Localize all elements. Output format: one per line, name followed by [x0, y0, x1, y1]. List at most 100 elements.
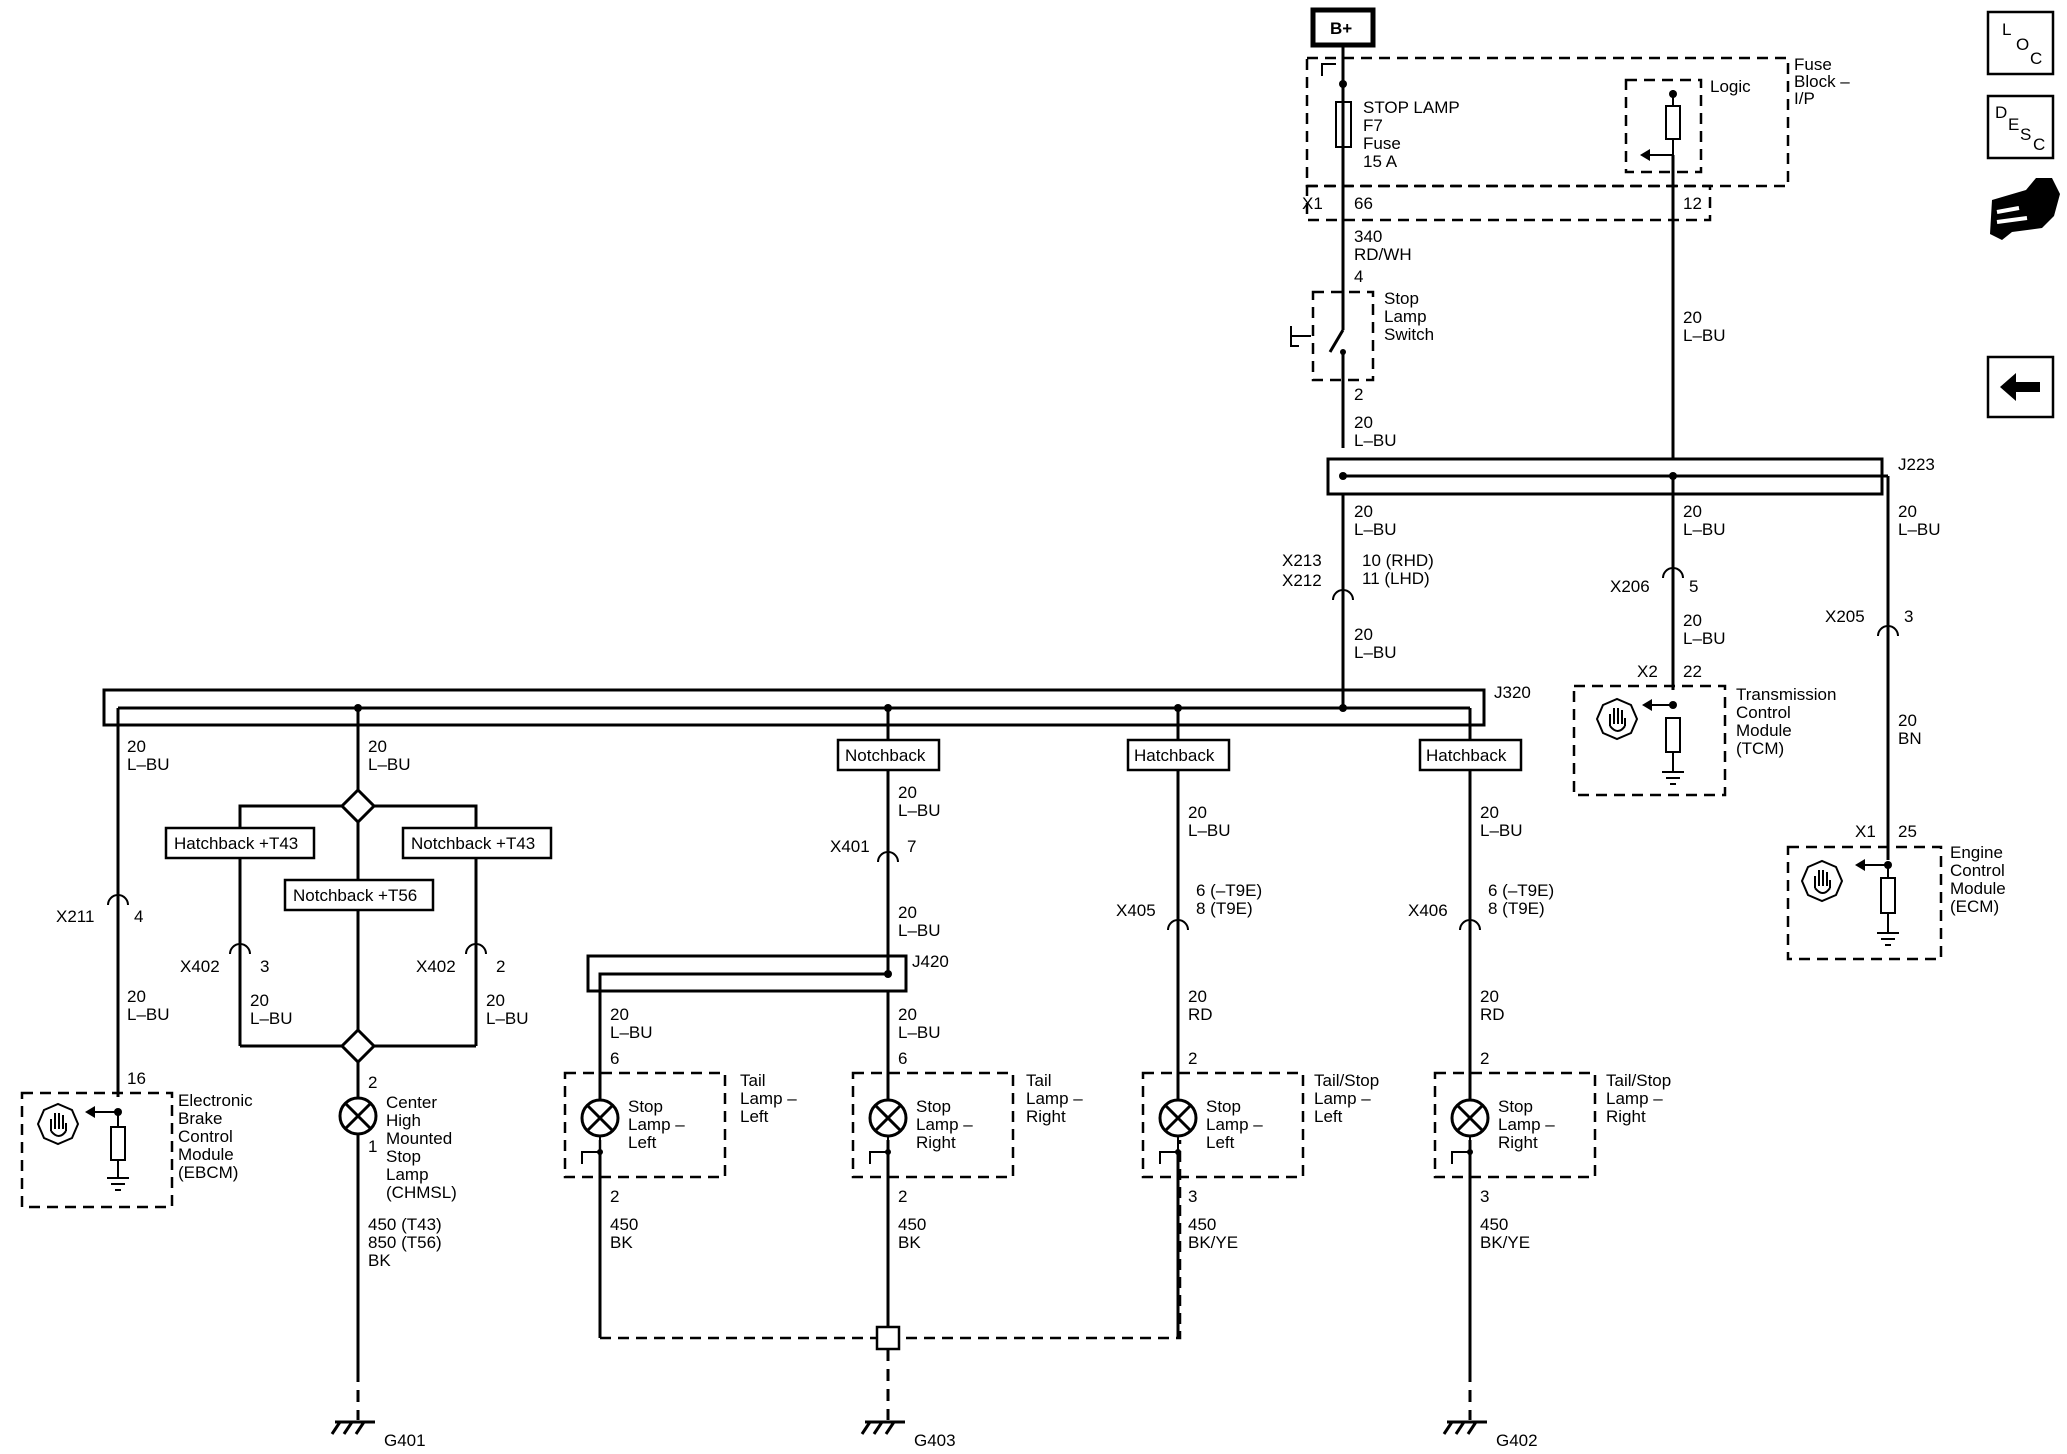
- connector-x402-left-label: X402: [180, 957, 220, 976]
- connector-x211-pin: 4: [134, 907, 143, 926]
- connector-x213-label: X213: [1282, 551, 1322, 570]
- switch-pin-out: 2: [1354, 385, 1363, 404]
- ground-g402-label: G402: [1496, 1431, 1538, 1450]
- connector-x406-label: X406: [1408, 901, 1448, 920]
- ebcm-pin: 16: [127, 1069, 146, 1088]
- connector-x205-symbol: [1877, 625, 1899, 637]
- connector-tool-icon[interactable]: [1990, 178, 2060, 240]
- ecm-hand-icon: [1800, 859, 1844, 903]
- lamp-pin-bottom: 3: [1188, 1187, 1197, 1206]
- logic-box: [1624, 78, 1703, 174]
- loc-char-l: L: [2002, 20, 2011, 39]
- connector-x205-pin: 3: [1904, 607, 1913, 626]
- back-arrow-icon: [2000, 373, 2040, 401]
- fuse-block-pin-12: 12: [1683, 194, 1702, 213]
- connector-x213-pins: 10 (RHD)11 (LHD): [1362, 551, 1434, 588]
- option-notchback-t43: Notchback +T43: [411, 834, 535, 853]
- ground-g403-label: G403: [914, 1431, 956, 1450]
- lamp-pin-bottom: 2: [898, 1187, 907, 1206]
- ebcm-hand-icon: [36, 1102, 80, 1146]
- option-hatchback-t43-box: [164, 826, 316, 860]
- loc-button[interactable]: L O C: [1986, 10, 2055, 76]
- loc-char-c: C: [2030, 49, 2042, 68]
- desc-char-e: E: [2008, 115, 2019, 134]
- option-notchback-t56: Notchback +T56: [293, 886, 417, 905]
- connector-x211-label: X211: [56, 907, 94, 926]
- connector-x406-pins: 6 (–T9E)8 (T9E): [1488, 881, 1554, 918]
- splice-j223-label: J223: [1898, 455, 1935, 474]
- stop-lamp-switch: [1311, 290, 1375, 382]
- connector-x206-symbol: [1662, 567, 1684, 579]
- connector-x213-symbol: [1332, 589, 1354, 601]
- option-notchback-t56-box: [283, 878, 435, 912]
- ground-g401-label: G401: [384, 1431, 426, 1450]
- desc-button[interactable]: D E S C: [1986, 94, 2055, 160]
- option-notchback: Notchback: [845, 746, 926, 765]
- option-hatchback-right: Hatchback: [1426, 746, 1507, 765]
- chmsl-pin-top: 2: [368, 1073, 377, 1092]
- loc-char-o: O: [2016, 35, 2029, 54]
- logic-label: Logic: [1710, 77, 1751, 96]
- ground-junction: [875, 1325, 901, 1351]
- lamp-pin-top: 2: [1480, 1049, 1489, 1068]
- connector-x401-label: X401: [830, 837, 870, 856]
- option-hatchback-left-box: [1126, 738, 1231, 772]
- splice-j420-label: J420: [912, 952, 949, 971]
- ecm-connector-label: X1: [1855, 822, 1876, 841]
- ground-g403-icon: [860, 1420, 905, 1435]
- wire-label-chmsl-ground: 450 (T43)850 (T56)BK: [368, 1215, 442, 1270]
- option-hatchback-left: Hatchback: [1134, 746, 1215, 765]
- connector-x405-symbol: [1167, 919, 1189, 931]
- connector-x405-label: X405: [1116, 901, 1156, 920]
- splice-j320-label: J320: [1494, 683, 1531, 702]
- connector-x212-label: X212: [1282, 571, 1322, 590]
- lamp-pin-top: 6: [610, 1049, 619, 1068]
- chmsl-lamp-icon: [338, 1096, 378, 1136]
- connector-x205-label: X205: [1825, 607, 1865, 626]
- chmsl-pin-bottom: 1: [368, 1137, 377, 1156]
- lamp-pin-top: 6: [898, 1049, 907, 1068]
- lamp-pin-bottom: 3: [1480, 1187, 1489, 1206]
- ground-g402-icon: [1442, 1420, 1487, 1435]
- tcm-hand-icon: [1595, 697, 1639, 741]
- ground-g401-icon: [330, 1420, 375, 1435]
- back-arrow-button[interactable]: [1986, 355, 2055, 419]
- ecm-pin: 25: [1898, 822, 1917, 841]
- battery-positive-label: B+: [1330, 19, 1352, 38]
- lamp-pin-top: 2: [1188, 1049, 1197, 1068]
- connector-x206-pin: 5: [1689, 577, 1698, 596]
- option-notchback-box: [836, 738, 941, 772]
- connector-x402-right-pin: 2: [496, 957, 505, 976]
- connector-x402-left-pin: 3: [260, 957, 269, 976]
